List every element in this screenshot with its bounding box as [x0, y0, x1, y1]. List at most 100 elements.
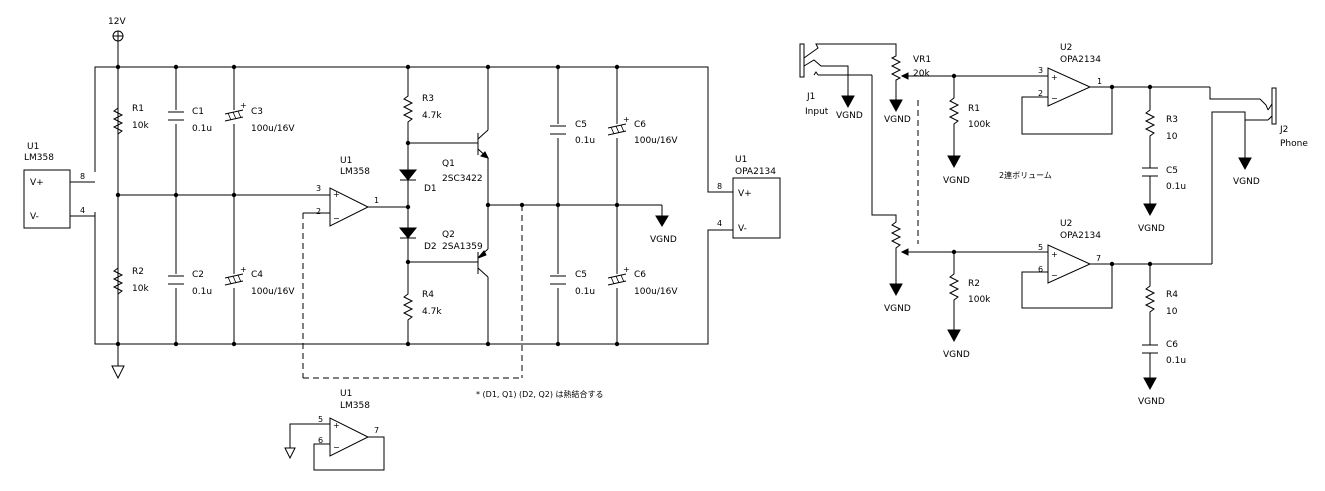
svg-text:U1: U1 [340, 156, 352, 166]
svg-text:0.1u: 0.1u [575, 287, 595, 297]
diode-d1: D1 [398, 169, 437, 194]
svg-text:100u/16V: 100u/16V [251, 124, 295, 134]
svg-text:2SA1359: 2SA1359 [442, 242, 483, 252]
svg-text:VGND: VGND [1138, 224, 1165, 234]
svg-text:20k: 20k [913, 69, 930, 79]
capacitor-c6-top: + C6 100u/16V [607, 115, 678, 146]
u1-box-vminus: V- [30, 212, 39, 222]
svg-text:0.1u: 0.1u [575, 136, 595, 146]
svg-text:+: + [1051, 73, 1058, 82]
svg-text:1: 1 [374, 196, 379, 205]
svg-text:100u/16V: 100u/16V [634, 136, 678, 146]
svg-text:+: + [240, 265, 247, 274]
svg-text:VR1: VR1 [913, 55, 931, 65]
svg-text:VGND: VGND [943, 350, 970, 360]
svg-text:2SC3422: 2SC3422 [442, 174, 483, 184]
svg-text:10: 10 [1166, 307, 1178, 317]
svg-text:−: − [1051, 271, 1058, 280]
opamp-u2a: + − U2 OPA2134 3 2 1 [1021, 43, 1210, 135]
svg-text:U2: U2 [1060, 219, 1072, 229]
svg-text:2: 2 [316, 207, 321, 216]
resistor-r4-10: R4 10 [1144, 264, 1178, 345]
u1-box-pin8: 8 [80, 172, 85, 181]
svg-text:Phone: Phone [1280, 139, 1308, 149]
svg-text:100k: 100k [968, 120, 991, 130]
svg-text:+: + [333, 421, 340, 430]
svg-text:VGND: VGND [1138, 397, 1165, 407]
svg-text:0.1u: 0.1u [192, 124, 212, 134]
svg-text:J2: J2 [1279, 125, 1288, 135]
svg-text:VGND: VGND [884, 304, 911, 314]
svg-text:C1: C1 [192, 107, 204, 117]
capacitor-c5-top: C5 0.1u [550, 120, 595, 146]
svg-text:V-: V- [738, 224, 747, 234]
svg-text:R3: R3 [422, 94, 434, 104]
svg-text:10: 10 [1166, 132, 1178, 142]
svg-text:C5: C5 [575, 120, 587, 130]
svg-text:+: + [333, 190, 340, 199]
svg-text:−: − [333, 443, 340, 452]
svg-text:OPA2134: OPA2134 [1060, 231, 1101, 241]
capacitor-c6-output: VGND C6 0.1u [1138, 340, 1186, 407]
svg-text:VGND: VGND [836, 111, 863, 121]
capacitor-c6-bottom: + C6 100u/16V [607, 265, 678, 297]
svg-text:−: − [1051, 94, 1058, 103]
svg-text:U2: U2 [1060, 43, 1072, 53]
volume-pot-vr1-top: VGND VR1 20k [884, 53, 954, 125]
svg-text:7: 7 [374, 426, 379, 435]
ground-symbol [111, 365, 125, 380]
volume-pot-vr1-bottom: VGND [871, 75, 954, 314]
resistor-r3-10: R3 10 [1144, 87, 1178, 168]
svg-text:100u/16V: 100u/16V [251, 287, 295, 297]
diode-d2: D2 [398, 227, 437, 252]
resistor-r4: R4 4.7k [402, 290, 442, 344]
svg-text:4.7k: 4.7k [422, 111, 442, 121]
capacitor-c4: + C4 100u/16V [224, 265, 295, 297]
svg-text:8: 8 [717, 182, 722, 191]
svg-text:LM358: LM358 [340, 401, 370, 411]
u1-box-part: LM358 [24, 153, 54, 163]
left-circuit: 12V U1 LM358 V+ V- 8 4 R1 10k [23, 17, 781, 471]
svg-text:100u/16V: 100u/16V [634, 287, 678, 297]
svg-text:VGND: VGND [884, 115, 911, 125]
svg-text:6: 6 [1038, 265, 1043, 274]
svg-text:Q2: Q2 [442, 230, 455, 240]
supply-label: 12V [108, 17, 126, 27]
opamp-u1-unused: + − U1 LM358 5 6 7 [284, 389, 385, 471]
resistor-r2-100k: VGND R2 100k [943, 252, 991, 360]
svg-text:6: 6 [318, 436, 323, 445]
svg-text:OPA2134: OPA2134 [735, 167, 776, 177]
opamp-u2b: + − U2 OPA2134 5 6 7 [1021, 219, 1212, 309]
svg-text:7: 7 [1096, 254, 1101, 263]
capacitor-c5-bottom: C5 0.1u [550, 270, 595, 297]
svg-text:LM358: LM358 [340, 167, 370, 177]
u1-box-vplus: V+ [30, 178, 44, 188]
transistor-q2: Q2 2SA1359 [408, 205, 489, 344]
svg-text:C5: C5 [1166, 166, 1178, 176]
svg-text:+: + [1051, 250, 1058, 259]
svg-text:C4: C4 [251, 270, 263, 280]
vgnd-symbol-left: VGND [650, 205, 677, 245]
thermal-coupling-note: * (D1, Q1) (D2, Q2) は熱結合する [476, 389, 604, 399]
svg-text:1: 1 [1097, 77, 1102, 86]
svg-text:U1: U1 [735, 155, 747, 165]
svg-text:Q1: Q1 [442, 159, 455, 169]
svg-text:R1: R1 [968, 104, 980, 114]
u1-opa2134-supply-box: U1 OPA2134 V+ V- 8 4 [717, 155, 781, 239]
svg-text:OPA2134: OPA2134 [1060, 55, 1101, 65]
svg-text:R3: R3 [1166, 115, 1178, 125]
resistor-r3: R3 4.7k [402, 90, 442, 143]
svg-text:2: 2 [1038, 89, 1043, 98]
svg-text:VGND: VGND [943, 176, 970, 186]
svg-text:4: 4 [717, 219, 722, 228]
transistor-q1: Q1 2SC3422 [408, 67, 489, 205]
svg-text:10k: 10k [132, 284, 149, 294]
svg-text:100k: 100k [968, 295, 991, 305]
supply-12v: 12V [108, 17, 126, 42]
svg-text:C2: C2 [192, 270, 204, 280]
resistor-r1: R1 10k [112, 100, 149, 140]
resistor-r2: R2 10k [112, 262, 149, 300]
dual-volume-note: 2連ボリューム [999, 170, 1052, 180]
svg-text:R1: R1 [132, 104, 144, 114]
svg-text:R2: R2 [968, 279, 980, 289]
